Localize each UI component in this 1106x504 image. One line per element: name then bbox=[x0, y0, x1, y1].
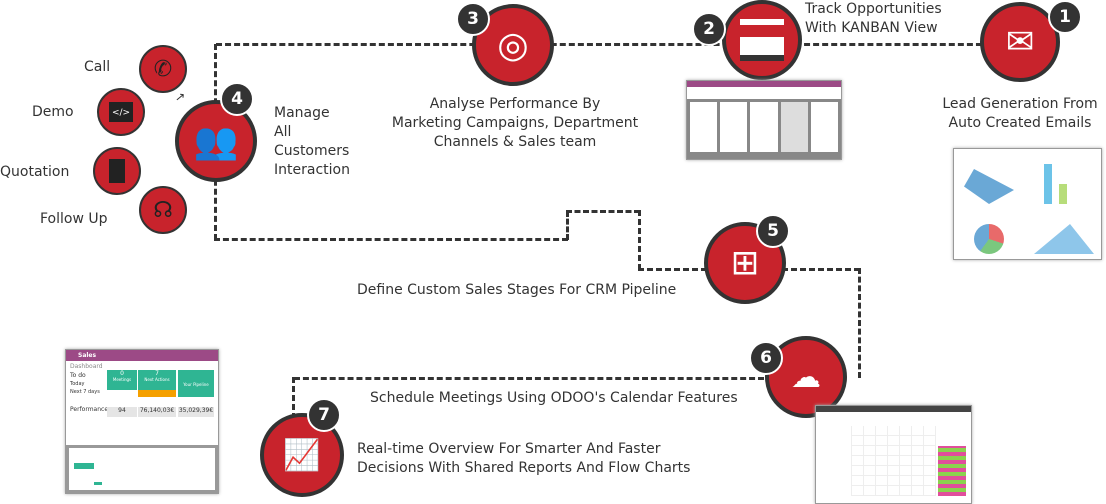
step-badge: 4 bbox=[220, 82, 254, 116]
document-icon bbox=[109, 159, 125, 183]
kanban-window-icon bbox=[740, 19, 784, 61]
step-badge: 5 bbox=[756, 214, 790, 248]
path-segment bbox=[638, 210, 641, 270]
path-top bbox=[216, 43, 991, 46]
customers-icon: 👥 bbox=[193, 121, 239, 162]
calendar-screenshot bbox=[815, 405, 972, 504]
performance-label: Performance bbox=[70, 406, 109, 413]
interaction-label: Call bbox=[84, 59, 111, 75]
step-7-circle: 📈 bbox=[260, 413, 344, 497]
step-badge: 6 bbox=[749, 341, 783, 375]
step-7-label: Real-time Overview For Smarter And Faste… bbox=[357, 441, 691, 476]
step-badge: 2 bbox=[692, 12, 726, 46]
calendar-clouds-icon: ☁ bbox=[791, 359, 821, 395]
path-segment bbox=[858, 268, 861, 378]
perf-value: 94 bbox=[107, 407, 137, 417]
dashboard-subtitle: Dashboard bbox=[70, 363, 103, 370]
next7-label: Next 7 days bbox=[70, 389, 100, 395]
headset-icon: ☊ bbox=[153, 197, 173, 223]
step-6-label: Schedule Meetings Using ODOO's Calendar … bbox=[370, 390, 738, 406]
interaction-label: Demo bbox=[32, 104, 74, 120]
orange-bar bbox=[138, 390, 176, 397]
call-circle: ✆ bbox=[139, 45, 187, 93]
phone-icon: ✆ bbox=[153, 56, 173, 82]
todo-label: To do bbox=[70, 372, 86, 379]
code-window-icon: </> bbox=[109, 102, 133, 122]
today-label: Today bbox=[70, 381, 85, 387]
perf-value: 35,029,39€ bbox=[178, 407, 214, 417]
step-badge: 7 bbox=[307, 398, 341, 432]
perf-value: 76,140,03€ bbox=[138, 407, 176, 417]
path-segment bbox=[566, 211, 569, 240]
quotation-circle bbox=[93, 147, 141, 195]
path-segment bbox=[566, 210, 640, 213]
sales-dashboard-screenshot: Sales Dashboard To do Today Next 7 days … bbox=[65, 349, 219, 494]
demo-circle: </> bbox=[97, 88, 145, 136]
dashboard-title: Sales bbox=[66, 350, 218, 361]
target-growth-icon: ◎ bbox=[497, 24, 529, 66]
interaction-label: Quotation bbox=[0, 164, 70, 180]
path-segment bbox=[292, 377, 295, 419]
follow-up-circle: ☊ bbox=[139, 186, 187, 234]
step-5-label: Define Custom Sales Stages For CRM Pipel… bbox=[357, 282, 677, 298]
flowchart-icon: ⊞ bbox=[730, 243, 760, 283]
step-badge: 1 bbox=[1048, 0, 1082, 34]
arrow-icon: → bbox=[171, 88, 189, 106]
step-1-circle: ✉ bbox=[980, 2, 1060, 82]
path-segment bbox=[214, 238, 568, 241]
path-segment bbox=[294, 377, 764, 380]
email-at-icon: ✉ bbox=[1005, 22, 1035, 62]
chart-report-icon: 📈 bbox=[283, 437, 321, 473]
pipeline-tile[interactable]: Your Pipeline bbox=[178, 370, 214, 397]
step-badge: 3 bbox=[456, 2, 490, 36]
step-2-circle bbox=[722, 0, 802, 80]
interaction-label: Follow Up bbox=[40, 211, 108, 227]
step-4-circle: 👥 bbox=[175, 100, 257, 182]
kanban-screenshot bbox=[686, 80, 842, 160]
reports-screenshot bbox=[953, 148, 1102, 260]
